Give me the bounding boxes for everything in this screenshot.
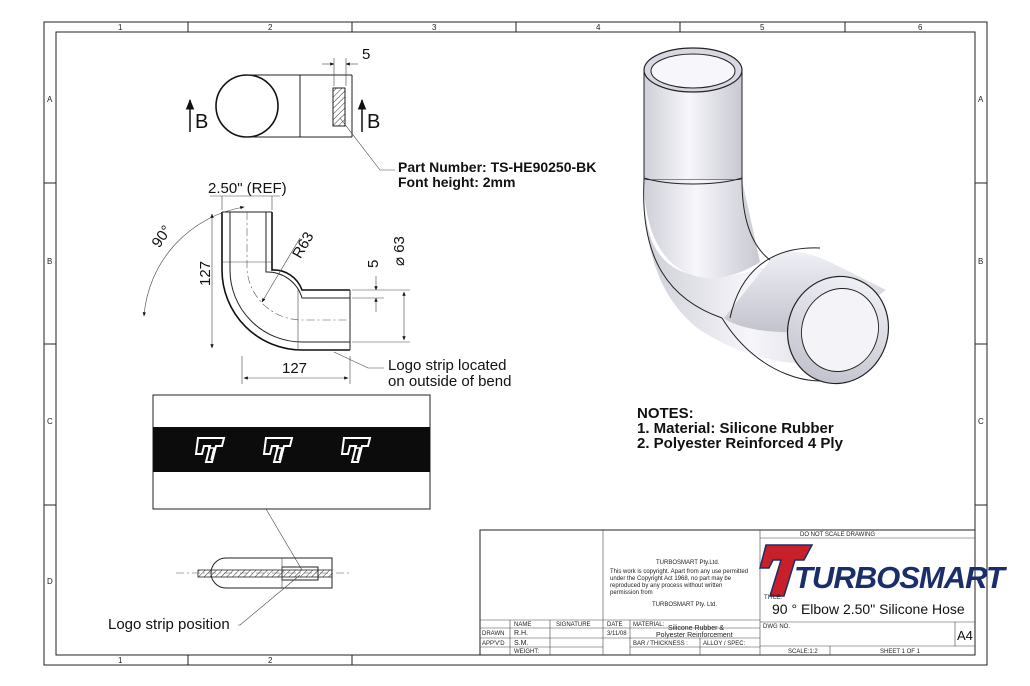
copyright-line-4: permission from: [610, 590, 653, 596]
elbow-side-view: 2.50" (REF) 90° 127 R63 5 ⌀ 63 127: [142, 180, 410, 384]
zone-row-c-right: C: [978, 417, 984, 426]
dim-ref-diameter: 2.50" (REF): [208, 180, 287, 197]
sheet-size: A4: [957, 628, 973, 643]
logo-strip-position-label: Logo strip position: [108, 616, 230, 633]
zone-col-3: 3: [432, 23, 437, 32]
col-signature: SIGNATURE: [556, 622, 591, 628]
copyright-line-2: under the Copyright Act 1968, no part ma…: [610, 576, 732, 582]
notes-heading: NOTES:: [637, 405, 694, 422]
zone-row-c: C: [47, 417, 53, 426]
row-weight: WEIGHT:: [514, 649, 539, 655]
drawn-date: 3/11/08: [607, 631, 627, 637]
font-height: Font height: 2mm: [398, 174, 515, 190]
note-item-1: 1. Material: Silicone Rubber: [637, 420, 834, 437]
elbow-3d-render: [643, 47, 890, 385]
dim-height: 127: [197, 261, 214, 286]
section-view: B B 5: [185, 46, 395, 171]
title-label: TITLE:: [764, 595, 782, 601]
zone-col-2-bottom: 2: [268, 656, 273, 665]
logo-strip-note-line1: Logo strip located: [388, 357, 506, 374]
row-drawn: DRAWN: [482, 631, 504, 637]
zone-row-a-right: A: [978, 95, 984, 104]
section-dim-width: 5: [362, 46, 370, 63]
zone-col-5: 5: [760, 23, 765, 32]
turbosmart-brand-logo: TURBOSMART: [759, 544, 1009, 597]
zone-row-b: B: [47, 257, 52, 266]
zone-col-2: 2: [268, 23, 273, 32]
copyright-line-3: reproduced by any process without writte…: [610, 583, 722, 589]
col-date: DATE: [607, 622, 623, 628]
zone-row-b-right: B: [978, 257, 983, 266]
turbosmart-logo-icon: [194, 437, 226, 463]
dim-length: 127: [282, 360, 307, 377]
section-marker-right: B: [367, 111, 380, 133]
logo-strip-position-view: Logo strip position: [108, 557, 352, 633]
dim-wall: 5: [365, 260, 382, 268]
copyright-company-2: TURBOSMART Pty. Ltd.: [652, 602, 717, 608]
notes-block: NOTES: 1. Material: Silicone Rubber 2. P…: [637, 405, 844, 452]
col-name: NAME: [514, 622, 531, 628]
zone-row-d: D: [47, 577, 53, 586]
zone-col-6: 6: [918, 23, 923, 32]
zone-col-4: 4: [596, 23, 601, 32]
dim-diameter: ⌀ 63: [391, 236, 408, 266]
section-marker-left: B: [195, 111, 208, 133]
logo-strip-band: [153, 427, 430, 472]
company-logo-text: TURBOSMART: [794, 560, 1008, 595]
zone-labels: 1 2 3 4 5 6 1 2 A B C D A B C: [47, 23, 984, 665]
note-item-2: 2. Polyester Reinforced 4 Ply: [637, 435, 844, 452]
logo-strip-callout: Logo strip located on outside of bend: [388, 357, 511, 390]
drawing-title: 90 ° Elbow 2.50" Silicone Hose: [772, 601, 965, 617]
material-line-2: Polyester Reinforcement: [656, 632, 733, 639]
zone-col-1-bottom: 1: [118, 656, 123, 665]
sheet-count: SHEET 1 OF 1: [880, 649, 921, 655]
copyright-line-1: This work is copyright. Apart from any u…: [610, 569, 748, 575]
logo-strip-detail: [152, 394, 431, 571]
alloy-spec: ALLOY / SPEC:: [703, 641, 746, 647]
drawn-name: R.H.: [514, 630, 528, 637]
dim-angle: 90°: [148, 223, 175, 251]
zone-row-a: A: [47, 95, 53, 104]
row-appvd: APP'V'D: [482, 641, 505, 647]
turbosmart-logo-icon: [340, 437, 372, 463]
logo-strip-note-line2: on outside of bend: [388, 373, 511, 390]
scale: SCALE:1:2: [788, 649, 818, 655]
turbosmart-logo-icon: [262, 437, 294, 463]
title-block: DO NOT SCALE DRAWING TURBOSMART TITLE: 9…: [479, 529, 1009, 656]
do-not-scale: DO NOT SCALE DRAWING: [800, 532, 875, 538]
material-line-1: Silicone Rubber &: [668, 625, 724, 632]
zone-col-1: 1: [118, 23, 123, 32]
appvd-name: S.M.: [514, 640, 528, 647]
copyright-company: TURBOSMART Pty.Ltd.: [656, 560, 720, 566]
bar-thickness: BAR / THICKNESS :: [633, 641, 688, 647]
part-number-callout: Part Number: TS-HE90250-BK Font height: …: [398, 159, 596, 190]
dwg-no-label: DWG NO.: [763, 624, 790, 630]
part-number: Part Number: TS-HE90250-BK: [398, 159, 596, 175]
dim-radius: R63: [289, 229, 317, 261]
material-label: MATERIAL:: [633, 622, 665, 628]
